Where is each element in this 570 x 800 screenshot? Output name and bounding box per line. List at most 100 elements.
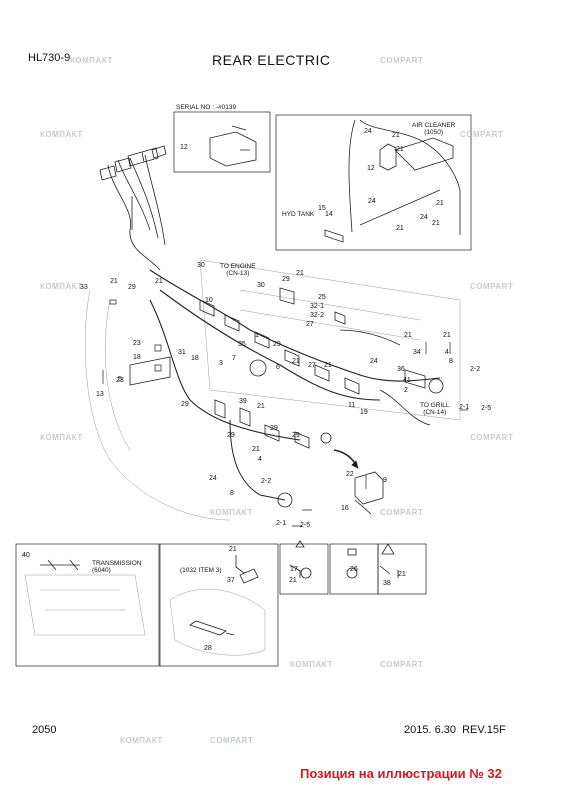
- callout: 21: [398, 571, 406, 578]
- watermark-text: COMPART: [380, 56, 424, 65]
- callout: 21: [432, 220, 440, 227]
- watermark-text: COMPART: [380, 508, 424, 517]
- callout: 14: [325, 211, 333, 218]
- callout: 24: [368, 198, 376, 205]
- watermark-text: COMPART: [210, 736, 254, 745]
- model-number: HL730-9: [28, 52, 71, 64]
- callout: 21: [324, 362, 332, 369]
- revision-date: 2015. 6.30 REV.15F: [404, 724, 506, 736]
- callout: 35: [238, 341, 246, 348]
- callout: 21: [229, 546, 237, 553]
- callout: 2-1: [276, 520, 287, 527]
- callout: 33: [80, 284, 88, 291]
- callout: 21: [443, 332, 451, 339]
- callout: 4: [258, 456, 262, 463]
- callout: 37: [227, 577, 235, 584]
- watermark-text: КОМПАКТ: [210, 508, 253, 517]
- callout: 29: [227, 432, 235, 439]
- callout: 21: [436, 200, 444, 207]
- callout: 21: [392, 132, 400, 139]
- callout: 21: [396, 225, 404, 232]
- watermark-text: COMPART: [470, 433, 514, 442]
- callout: 32-1: [310, 303, 325, 310]
- watermark-text: КОМПАКТ: [120, 736, 163, 745]
- callout: 11: [348, 402, 356, 409]
- callout: 19: [360, 409, 368, 416]
- callout: 3: [219, 360, 223, 367]
- watermark-text: КОМПАКТ: [40, 282, 83, 291]
- callout: 18: [133, 354, 141, 361]
- callout: 2-5: [300, 522, 311, 529]
- callout: 21: [404, 332, 412, 339]
- callout: 13: [96, 391, 104, 398]
- watermark-text: КОМПАКТ: [70, 56, 113, 65]
- callout: 30: [197, 262, 205, 269]
- callout: 18: [191, 355, 199, 362]
- callout: 28: [204, 645, 212, 652]
- callout: 27: [306, 321, 314, 328]
- illustration-caption: Позиция на иллюстрации № 32: [300, 766, 502, 781]
- callout: 21: [252, 446, 260, 453]
- callout: 24: [370, 358, 378, 365]
- callout: 21: [292, 358, 300, 365]
- callout: 26: [350, 566, 358, 573]
- note-transmission: TRANSMISSION (6040): [92, 560, 142, 574]
- page-number: 2050: [32, 724, 57, 736]
- callout: 29: [270, 425, 278, 432]
- callout: 23: [116, 377, 124, 384]
- callout: 5: [118, 376, 122, 383]
- callout: 2-1: [459, 404, 470, 411]
- callout: 39: [239, 398, 247, 405]
- callout: 27: [308, 362, 316, 369]
- callout: 21: [396, 146, 404, 153]
- callout: 7: [232, 355, 236, 362]
- callout: 40: [22, 552, 30, 559]
- callout: 17: [290, 566, 298, 573]
- callout: 12: [180, 144, 188, 151]
- callout: 29: [282, 276, 290, 283]
- callout: 2: [404, 387, 408, 394]
- watermark-text: КОМПАКТ: [40, 433, 83, 442]
- callout: 8: [449, 358, 453, 365]
- callout: 12: [367, 165, 375, 172]
- callout: 24: [420, 214, 428, 221]
- callout: 2-2: [470, 366, 481, 373]
- callout: 31: [178, 349, 186, 356]
- note-air-cleaner: AIR CLEANER (1050): [412, 122, 456, 136]
- callout: 23: [133, 340, 141, 347]
- callout: 21: [110, 278, 118, 285]
- callout: 21: [257, 403, 265, 410]
- callout: 2-2: [261, 478, 272, 485]
- callout: 38: [383, 580, 391, 587]
- callout: 9: [383, 477, 387, 484]
- callout: 15: [318, 205, 326, 212]
- callout: 29: [128, 284, 136, 291]
- callout: 4: [445, 349, 449, 356]
- callout: 21: [289, 577, 297, 584]
- note-serial: SERIAL NO : -#0139: [176, 104, 237, 111]
- watermark-text: COMPART: [470, 282, 514, 291]
- callout: 32-2: [310, 312, 325, 319]
- watermark-text: КОМПАКТ: [40, 130, 83, 139]
- callout: 24: [364, 128, 372, 135]
- callout: 2-5: [481, 405, 492, 412]
- callout: 24: [209, 475, 217, 482]
- callout: 8: [230, 490, 234, 497]
- callout: 41: [403, 377, 411, 384]
- callout: 1: [255, 332, 259, 339]
- callout: 6: [276, 364, 280, 371]
- callout: 36: [397, 366, 405, 373]
- note-hyd-tank: HYD TANK: [282, 211, 315, 218]
- callout: 21: [296, 270, 304, 277]
- watermark-text: COMPART: [380, 660, 424, 669]
- callout: 29: [273, 341, 281, 348]
- note-to-engine: TO ENGINE (CN-13): [220, 263, 256, 277]
- callout: 16: [341, 505, 349, 512]
- watermark-text: КОМПАКТ: [290, 660, 333, 669]
- callout: 29: [181, 401, 189, 408]
- page-title: REAR ELECTRIC: [212, 52, 331, 68]
- callout: 29: [292, 432, 300, 439]
- callout: 22: [346, 471, 354, 478]
- callout: 21: [155, 278, 163, 285]
